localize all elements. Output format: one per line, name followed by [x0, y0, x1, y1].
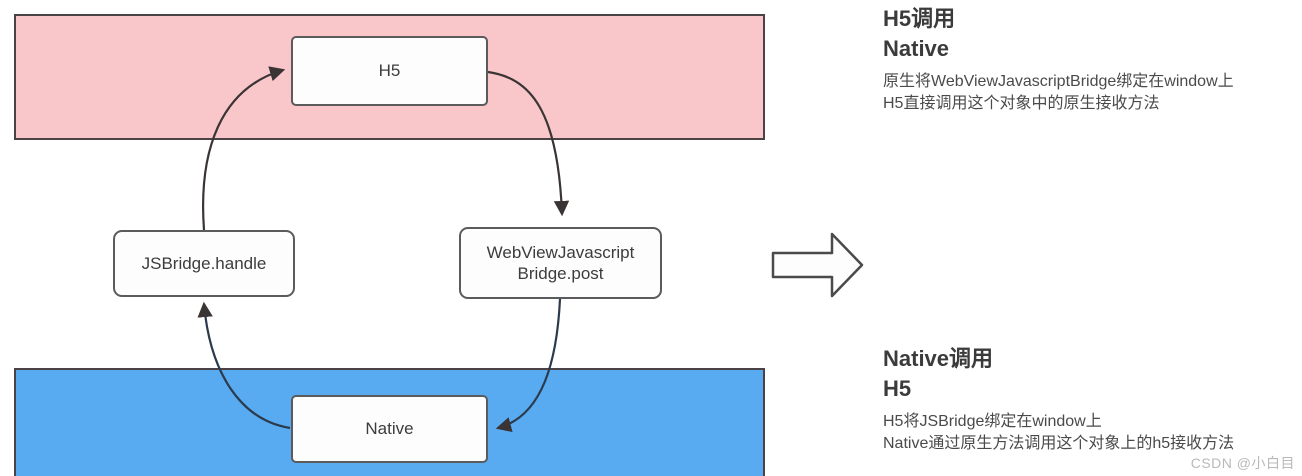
note-body-line2: H5直接调用这个对象中的原生接收方法 — [883, 95, 1160, 112]
note-body-line1: 原生将WebViewJavascriptBridge绑定在window上 — [883, 73, 1234, 90]
note-title-line1: H5调用 — [883, 6, 956, 31]
note-title-line1: Native调用 — [883, 346, 994, 371]
note-title-line2: H5 — [883, 376, 912, 401]
arrow-native-to-jsbridge — [197, 301, 291, 430]
node-webviewjavascriptbridge-post: WebViewJavascript Bridge.post — [459, 227, 662, 299]
node-webview-label-line2: Bridge.post — [517, 264, 604, 283]
csdn-watermark: CSDN @小白目 — [1190, 455, 1295, 471]
arrow-webviewbridge-to-native — [495, 298, 562, 433]
node-native-label: Native — [365, 419, 414, 439]
node-jsbridge-handle: JSBridge.handle — [113, 230, 295, 297]
big-right-arrow-icon — [771, 232, 864, 298]
note-body: 原生将WebViewJavascriptBridge绑定在window上 H5直… — [883, 71, 1251, 115]
arrow-jsbridge-to-h5 — [202, 66, 286, 231]
note-body-line2: Native通过原生方法调用这个对象上的h5接收方法 — [883, 435, 1235, 452]
note-title: Native调用 H5 — [883, 344, 1251, 404]
node-h5-label: H5 — [378, 61, 401, 81]
node-native: Native — [291, 395, 488, 463]
node-webview-label-line1: WebViewJavascript — [486, 242, 635, 262]
node-h5: H5 — [291, 36, 488, 106]
arrow-h5-to-webviewbridge — [487, 70, 570, 217]
note-body: H5将JSBridge绑定在window上 Native通过原生方法调用这个对象… — [883, 411, 1251, 455]
note-body-line1: H5将JSBridge绑定在window上 — [883, 413, 1102, 430]
note-title: H5调用 Native — [883, 4, 1251, 64]
note-title-line2: Native — [883, 36, 950, 61]
note-h5-calls-native: H5调用 Native 原生将WebViewJavascriptBridge绑定… — [883, 4, 1251, 115]
note-native-calls-h5: Native调用 H5 H5将JSBridge绑定在window上 Native… — [883, 344, 1251, 455]
node-jsbridge-label: JSBridge.handle — [141, 253, 267, 273]
